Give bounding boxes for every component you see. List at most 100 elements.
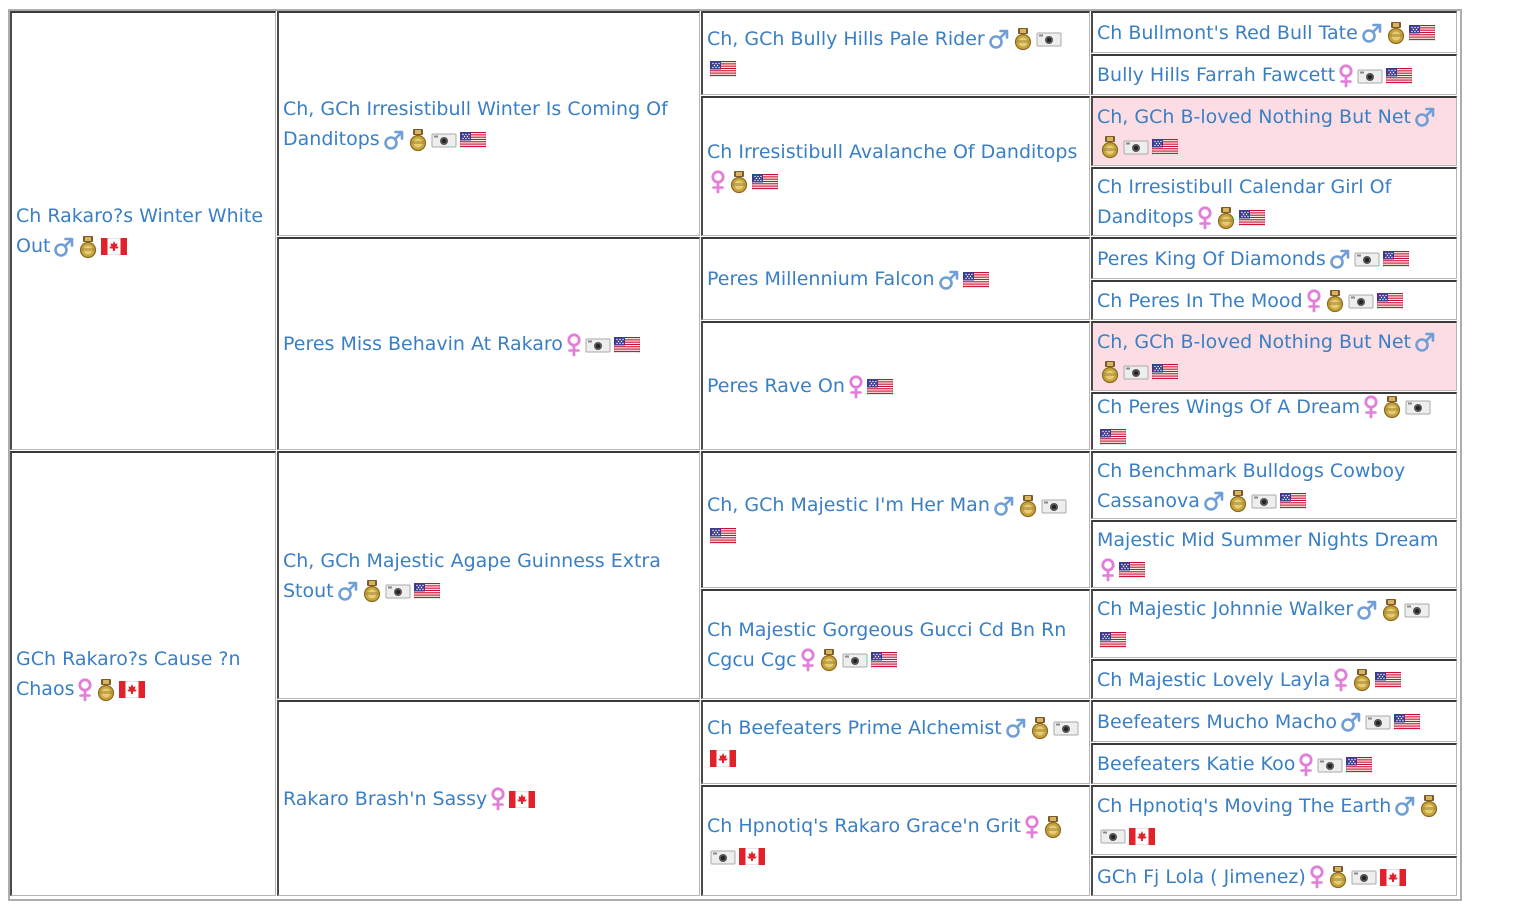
usa-flag-icon bbox=[1375, 672, 1402, 688]
champion-medal-icon bbox=[1382, 395, 1402, 419]
usa-flag-icon bbox=[1346, 756, 1373, 773]
dog-link[interactable]: Ch Rakaro?s Winter White Out bbox=[16, 205, 264, 257]
dog-link[interactable]: Peres Rave On bbox=[707, 375, 845, 397]
champion-medal-icon bbox=[1030, 716, 1050, 740]
female-icon bbox=[490, 786, 506, 812]
dog-link[interactable]: Ch, GCh Majestic I'm Her Man bbox=[707, 494, 990, 516]
female-icon bbox=[566, 332, 582, 358]
dog-link[interactable]: Ch, GCh Majestic Agape Guinness Extra St… bbox=[283, 549, 661, 602]
dog-link[interactable]: Ch, GCh Bully Hills Pale Rider bbox=[707, 27, 985, 50]
gen2-cell-1: Peres Miss Behavin At Rakaro bbox=[277, 237, 700, 450]
champion-medal-icon bbox=[408, 128, 428, 152]
gen4-cell-4: Peres King Of Diamonds bbox=[1091, 237, 1457, 279]
champion-medal-icon bbox=[362, 579, 382, 603]
gen4-cell-13: Beefeaters Katie Koo bbox=[1091, 743, 1457, 784]
camera-icon[interactable] bbox=[1053, 720, 1079, 736]
champion-medal-icon bbox=[1325, 289, 1345, 313]
dog-link[interactable]: Ch Irresistibull Avalanche Of Danditops bbox=[707, 140, 1078, 163]
usa-flag-icon bbox=[1408, 25, 1435, 41]
dog-link[interactable]: GCh Fj Lola ( Jimenez) bbox=[1097, 865, 1306, 888]
champion-medal-icon bbox=[1228, 489, 1248, 513]
champion-medal-icon bbox=[1013, 27, 1033, 51]
usa-flag-icon bbox=[866, 378, 893, 395]
camera-icon[interactable] bbox=[1123, 364, 1149, 380]
champion-medal-icon bbox=[1381, 598, 1401, 622]
dog-link[interactable]: Ch, GCh B-loved Nothing But Net bbox=[1097, 105, 1411, 128]
camera-icon[interactable] bbox=[710, 849, 736, 865]
camera-icon[interactable] bbox=[842, 652, 868, 668]
champion-medal-icon bbox=[1043, 815, 1063, 839]
gen4-cell-1: Bully Hills Farrah Fawcett bbox=[1091, 54, 1457, 95]
usa-flag-icon bbox=[613, 336, 640, 353]
gen3-cell-3: Peres Rave On bbox=[701, 321, 1090, 450]
champion-medal-icon bbox=[729, 170, 749, 194]
dog-link[interactable]: Ch Majestic Lovely Layla bbox=[1097, 668, 1331, 691]
camera-icon[interactable] bbox=[585, 337, 611, 353]
dog-link[interactable]: Ch Peres In The Mood bbox=[1097, 289, 1303, 312]
usa-flag-icon bbox=[962, 271, 989, 288]
camera-icon[interactable] bbox=[1354, 251, 1380, 267]
dog-link[interactable]: Beefeaters Katie Koo bbox=[1097, 753, 1296, 775]
usa-flag-icon bbox=[1279, 493, 1306, 509]
dog-link[interactable]: GCh Rakaro?s Cause ?n Chaos bbox=[16, 648, 241, 700]
male-icon bbox=[1005, 716, 1027, 740]
dog-link[interactable]: Beefeaters Mucho Macho bbox=[1097, 710, 1338, 733]
gen2-cell-2: Ch, GCh Majestic Agape Guinness Extra St… bbox=[277, 451, 700, 699]
camera-icon[interactable] bbox=[1100, 828, 1126, 844]
camera-icon[interactable] bbox=[385, 583, 411, 599]
camera-icon[interactable] bbox=[1357, 68, 1383, 84]
camera-icon[interactable] bbox=[1404, 602, 1430, 618]
usa-flag-icon bbox=[413, 583, 440, 599]
gen3-cell-7: Ch Hpnotiq's Rakaro Grace'n Grit bbox=[701, 785, 1090, 896]
dog-link[interactable]: Ch Peres Wings Of A Dream bbox=[1097, 395, 1361, 418]
gen4-cell-10: Ch Majestic Johnnie Walker bbox=[1091, 589, 1457, 658]
dog-link[interactable]: Ch Hpnotiq's Moving The Earth bbox=[1097, 794, 1392, 817]
camera-icon[interactable] bbox=[1251, 493, 1277, 509]
gen4-cell-6: Ch, GCh B-loved Nothing But Net bbox=[1091, 321, 1457, 391]
camera-icon[interactable] bbox=[1317, 757, 1343, 773]
usa-flag-icon bbox=[1394, 714, 1421, 730]
dog-link[interactable]: Ch Majestic Johnnie Walker bbox=[1097, 598, 1354, 620]
dog-link[interactable]: Ch Benchmark Bulldogs Cowboy Cassanova bbox=[1097, 459, 1406, 512]
camera-icon[interactable] bbox=[1123, 139, 1149, 155]
male-icon bbox=[1203, 489, 1225, 513]
camera-icon[interactable] bbox=[1036, 31, 1062, 47]
gen4-cell-5: Ch Peres In The Mood bbox=[1091, 280, 1457, 320]
camera-icon[interactable] bbox=[1041, 498, 1067, 514]
dog-link[interactable]: Ch, GCh B-loved Nothing But Net bbox=[1097, 330, 1411, 353]
gen1-cell-1: GCh Rakaro?s Cause ?n Chaos bbox=[10, 451, 276, 896]
camera-icon[interactable] bbox=[1351, 869, 1377, 885]
female-icon bbox=[800, 647, 816, 673]
male-icon bbox=[938, 268, 960, 292]
canada-flag-icon bbox=[1129, 827, 1155, 845]
dog-link[interactable]: Ch Bullmont's Red Bull Tate bbox=[1097, 21, 1358, 44]
camera-icon[interactable] bbox=[1405, 399, 1431, 415]
dog-link[interactable]: Ch Majestic Gorgeous Gucci Cd Bn Rn Cgcu… bbox=[707, 618, 1067, 671]
champion-medal-icon bbox=[1100, 360, 1120, 384]
gen4-cell-0: Ch Bullmont's Red Bull Tate bbox=[1091, 11, 1457, 53]
camera-icon[interactable] bbox=[1365, 714, 1391, 730]
gen3-cell-5: Ch Majestic Gorgeous Gucci Cd Bn Rn Cgcu… bbox=[701, 589, 1090, 699]
usa-flag-icon bbox=[1100, 429, 1126, 445]
dog-link[interactable]: Peres King Of Diamonds bbox=[1097, 247, 1326, 270]
dog-link[interactable]: Peres Miss Behavin At Rakaro bbox=[283, 333, 563, 355]
dog-link[interactable]: Ch Beefeaters Prime Alchemist bbox=[707, 716, 1002, 739]
dog-link[interactable]: Ch Irresistibull Calendar Girl Of Dandit… bbox=[1097, 176, 1392, 228]
usa-flag-icon bbox=[870, 652, 897, 668]
usa-flag-icon bbox=[1376, 293, 1403, 309]
usa-flag-icon bbox=[710, 527, 736, 544]
gen3-cell-0: Ch, GCh Bully Hills Pale Rider bbox=[701, 11, 1090, 95]
dog-link[interactable]: Peres Millennium Falcon bbox=[707, 268, 935, 290]
camera-icon[interactable] bbox=[431, 132, 457, 148]
female-icon bbox=[1100, 557, 1116, 583]
canada-flag-icon bbox=[101, 238, 128, 255]
dog-link[interactable]: Bully Hills Farrah Fawcett bbox=[1097, 64, 1336, 86]
canada-flag-icon bbox=[509, 790, 536, 808]
camera-icon[interactable] bbox=[1348, 293, 1374, 309]
champion-medal-icon bbox=[1386, 21, 1406, 45]
dog-link[interactable]: Ch Hpnotiq's Rakaro Grace'n Grit bbox=[707, 815, 1021, 837]
dog-link[interactable]: Majestic Mid Summer Nights Dream bbox=[1097, 528, 1439, 551]
dog-link[interactable]: Rakaro Brash'n Sassy bbox=[283, 787, 488, 810]
dog-link[interactable]: Ch, GCh Irresistibull Winter Is Coming O… bbox=[283, 98, 668, 150]
gen4-cell-3: Ch Irresistibull Calendar Girl Of Dandit… bbox=[1091, 167, 1457, 236]
